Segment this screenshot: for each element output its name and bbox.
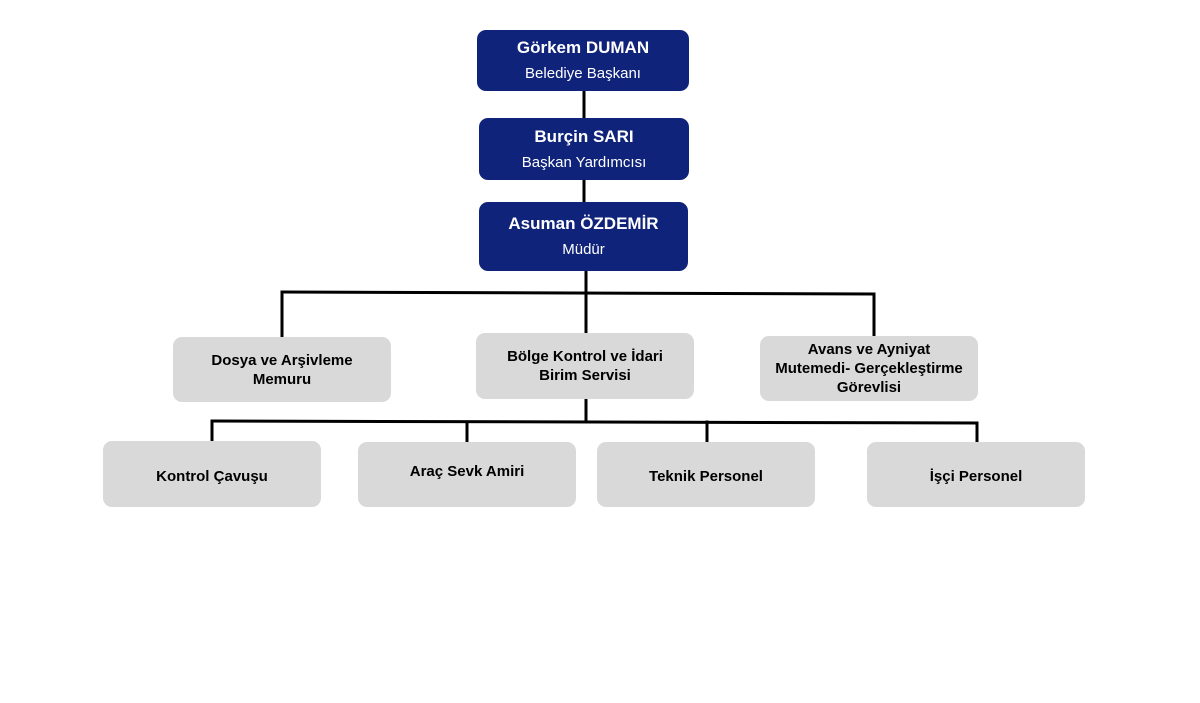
- advance-label-line-3: Görevlisi: [836, 379, 902, 396]
- technical-label: Teknik Personel: [649, 468, 763, 485]
- connector-staff-bus: [210, 419, 979, 425]
- director-name: Asuman ÖZDEMİR: [508, 214, 659, 233]
- advance-label-line-1: Avans ve Ayniyat: [807, 341, 931, 358]
- regional-label-line-1: Bölge Kontrol ve İdari: [507, 348, 663, 365]
- node-worker-staff: İşçi Personel: [867, 442, 1085, 507]
- advance-label-line-2: Mutemedi- Gerçekleştirme: [775, 360, 963, 377]
- deputy-role: Başkan Yardımcısı: [521, 153, 647, 171]
- node-advance-inventory-officer: Avans ve Ayniyat Mutemedi- Gerçekleştirm…: [760, 336, 978, 401]
- node-archive-officer: Dosya ve Arşivleme Memuru: [173, 337, 391, 402]
- worker-label: İşçi Personel: [929, 468, 1023, 485]
- archive-label-line-1: Dosya ve Arşivleme: [211, 351, 353, 369]
- archive-label-line-2: Memuru: [252, 370, 312, 388]
- node-control-corporal: Kontrol Çavuşu: [103, 441, 321, 507]
- node-vehicle-dispatch-chief: Araç Sevk Amiri: [358, 442, 576, 507]
- connector-units-bus: [280, 290, 876, 296]
- node-regional-control-service: Bölge Kontrol ve İdari Birim Servisi: [476, 333, 694, 399]
- node-deputy-mayor: Burçin SARI Başkan Yardımcısı: [479, 118, 689, 180]
- node-director: Asuman ÖZDEMİR Müdür: [479, 202, 688, 271]
- deputy-name: Burçin SARI: [534, 126, 634, 146]
- corporal-label: Kontrol Çavuşu: [156, 467, 268, 485]
- mayor-name: Görkem DUMAN: [516, 38, 650, 57]
- node-technical-staff: Teknik Personel: [597, 442, 815, 507]
- mayor-role: Belediye Başkanı: [525, 65, 641, 82]
- director-role: Müdür: [562, 241, 605, 258]
- node-mayor: Görkem DUMAN Belediye Başkanı: [477, 30, 689, 91]
- regional-label-line-2: Birim Servisi: [539, 367, 631, 384]
- dispatch-label: Araç Sevk Amiri: [409, 463, 525, 480]
